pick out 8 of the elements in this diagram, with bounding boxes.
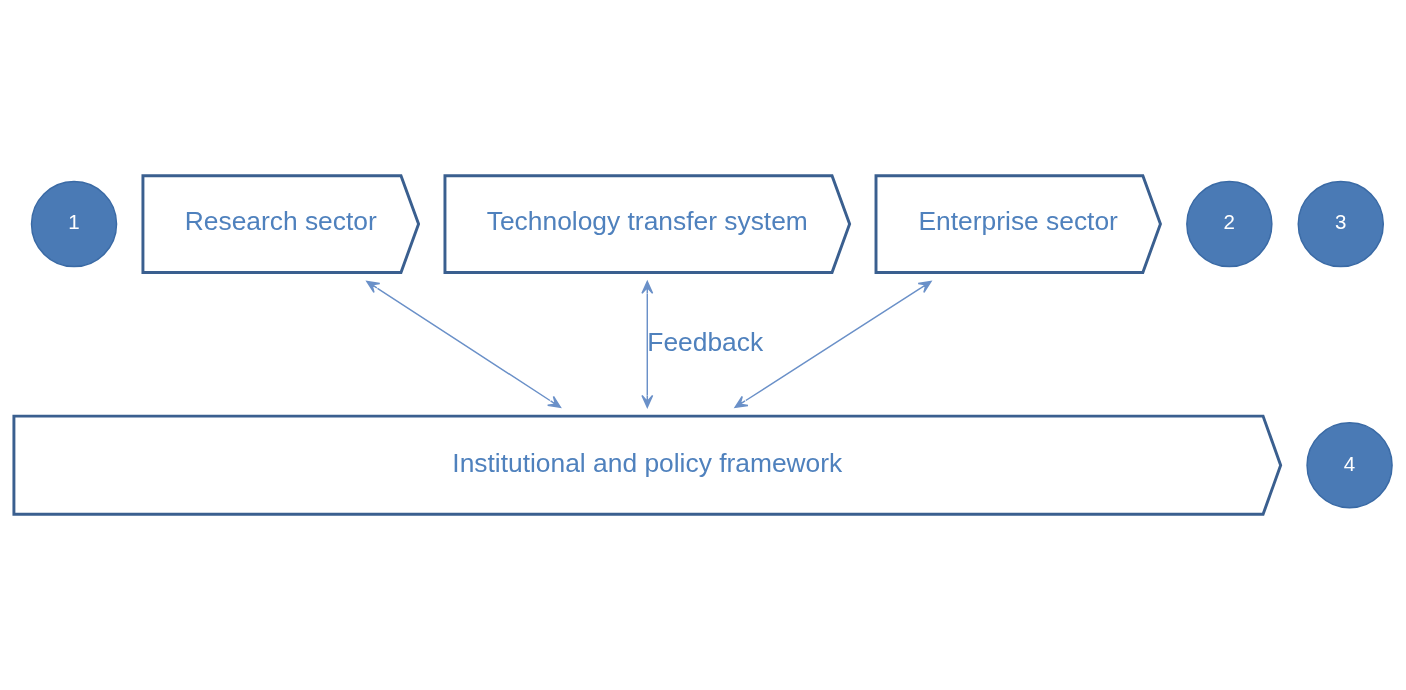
arrow [734,280,932,409]
node-circle: 4 [1306,421,1393,509]
node-circle: 2 [1186,180,1273,268]
node-circle: 1 [30,180,118,268]
arrow [366,280,562,409]
edge-label: Feedback [647,326,764,357]
arrow [641,280,654,409]
node-circle: 3 [1297,180,1385,268]
